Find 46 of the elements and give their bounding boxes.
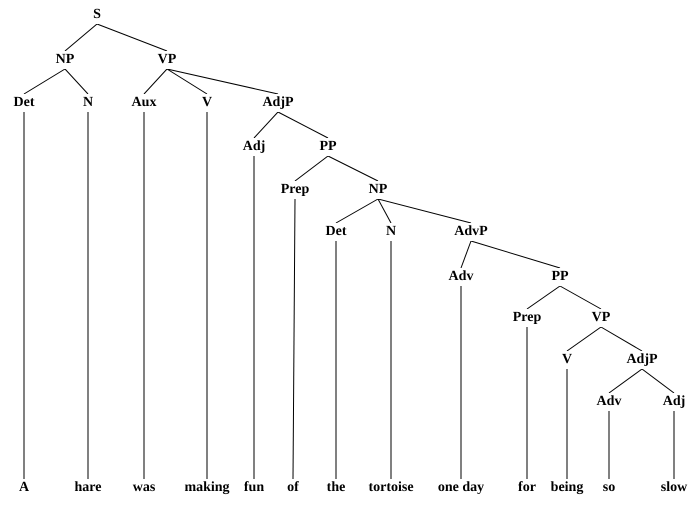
tree-branch	[336, 198, 378, 224]
category-label: VP	[590, 309, 612, 327]
tree-branch	[460, 240, 472, 268]
tree-branch	[470, 240, 560, 268]
tree-branch	[24, 68, 66, 94]
category-label: Prep	[512, 309, 542, 327]
tree-branch	[608, 410, 610, 480]
category-label: NP	[54, 51, 76, 69]
tree-branch	[278, 112, 328, 138]
tree-branch	[378, 198, 392, 224]
word-label: being	[550, 479, 584, 497]
tree-branch	[166, 68, 278, 94]
category-label: PP	[550, 268, 570, 286]
category-label: S	[92, 6, 102, 24]
tree-branch	[600, 326, 642, 352]
tree-branch	[292, 198, 296, 480]
tree-branch	[166, 68, 208, 94]
tree-branch	[526, 326, 528, 480]
category-label: Adj	[242, 138, 266, 156]
category-label: Prep	[280, 181, 310, 199]
category-label: NP	[368, 181, 388, 199]
tree-branch	[566, 368, 568, 480]
tree-branch	[566, 326, 602, 352]
tree-branch	[390, 240, 392, 480]
tree-branch	[378, 198, 472, 224]
category-label: PP	[318, 138, 338, 156]
tree-branch	[64, 68, 88, 94]
tree-branch	[206, 112, 208, 480]
tree-branch	[328, 156, 378, 182]
tree-branch	[526, 286, 560, 310]
tree-branch	[642, 368, 674, 394]
tree-branch	[96, 24, 168, 52]
tree-branch	[460, 286, 462, 480]
word-label: making	[183, 479, 231, 497]
tree-branch	[294, 156, 328, 182]
category-label: AdjP	[625, 351, 659, 369]
tree-branch	[608, 368, 642, 394]
tree-branch	[144, 68, 168, 94]
category-label: Adj	[662, 393, 686, 411]
category-label: VP	[156, 51, 178, 69]
word-label: one day	[436, 479, 486, 497]
tree-branch	[560, 286, 602, 310]
category-label: AdvP	[453, 223, 489, 241]
category-label: AdjP	[261, 94, 295, 112]
tree-branch	[254, 112, 278, 138]
tree-branch	[64, 24, 98, 52]
